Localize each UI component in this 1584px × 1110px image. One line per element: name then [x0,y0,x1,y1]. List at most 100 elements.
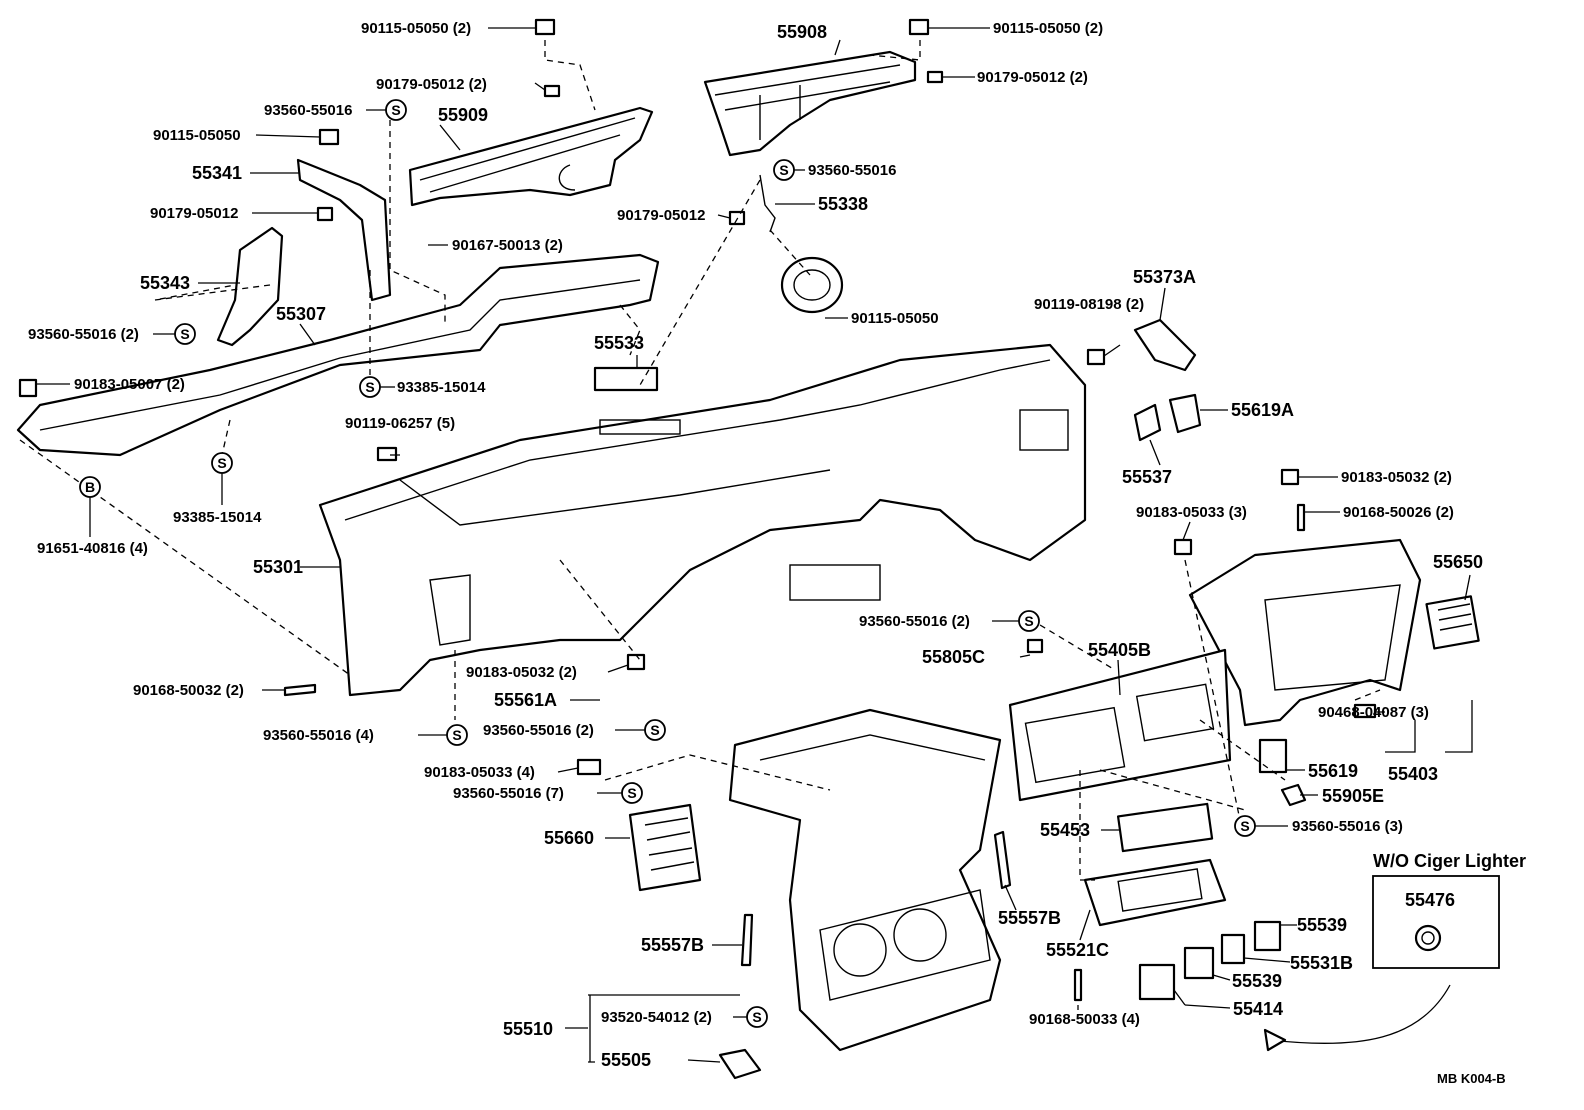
marker-s-8: S [621,782,643,804]
part-55557B-strap-a [740,913,754,967]
part-55537-clip [1133,403,1162,442]
svg-text:S: S [1240,818,1249,834]
label-55660: 55660 [544,828,594,848]
marker-s-5: S [773,159,795,181]
part-55341-bracket [296,158,392,302]
label-90167-50013-2: 90167-50013 (2) [452,237,563,254]
label-90115-05050-b: 90115-05050 [851,310,939,327]
label-55505: 55505 [601,1050,651,1070]
part-55908-duct [703,50,917,157]
part-55405B-center-panel [1008,648,1232,802]
marker-s-1: S [385,99,407,121]
label-55619A: 55619A [1231,400,1294,420]
part-labels: 90115-05050 (2) 90179-05012 (2) 93560-55… [28,20,1526,1086]
marker-s-11: S [746,1006,768,1028]
label-93560-55016-2-a: 93560-55016 (2) [28,326,139,343]
part-55909-duct [408,106,654,207]
label-55539-a: 55539 [1297,915,1347,935]
label-90179-05012-b: 90179-05012 [617,207,705,224]
label-55539-b: 55539 [1232,971,1282,991]
leader-lines [36,27,1473,1063]
svg-text:S: S [779,162,788,178]
label-55557B-b: 55557B [998,908,1061,928]
label-55373A: 55373A [1133,267,1196,287]
label-55403: 55403 [1388,764,1438,784]
label-90183-05032-2-b: 90183-05032 (2) [1341,469,1452,486]
part-55505 [718,1048,762,1080]
label-93560-55016-2-c: 93560-55016 (2) [859,613,970,630]
label-55905E: 55905E [1322,786,1384,806]
part-55403-cluster-panel [1188,538,1422,727]
svg-text:S: S [1024,613,1033,629]
svg-text:S: S [650,722,659,738]
label-55405B: 55405B [1088,640,1151,660]
part-55343-bracket [216,226,284,347]
svg-text:S: S [627,785,636,801]
label-wo-ciger-lighter: W/O Ciger Lighter [1373,851,1526,871]
part-55619 [1258,738,1288,774]
svg-text:S: S [217,455,226,471]
label-55908: 55908 [777,22,827,42]
label-93560-55016-3: 93560-55016 (3) [1292,818,1403,835]
label-55338: 55338 [818,194,868,214]
part-55557B-strap-b [993,830,1012,890]
marker-s-6: S [446,724,468,746]
part-55338 [759,174,776,233]
marker-s-7: S [644,719,666,741]
label-55307: 55307 [276,304,326,324]
part-55539-a [1253,920,1282,952]
label-90179-05012-a: 90179-05012 [150,205,238,222]
part-55650-vent [1425,595,1480,650]
label-90115-05050-2-b: 90115-05050 (2) [993,20,1103,37]
label-90179-05012-2-a: 90179-05012 (2) [376,76,487,93]
part-55539-b [1183,946,1215,980]
label-90183-05032-2-a: 90183-05032 (2) [466,664,577,681]
label-90183-05033-3: 90183-05033 (3) [1136,504,1247,521]
marker-s-2: S [174,323,196,345]
label-55453: 55453 [1040,820,1090,840]
catalog-code: MB K004-B [1437,1071,1506,1086]
label-55619: 55619 [1308,761,1358,781]
label-93560-55016-a: 93560-55016 [264,102,352,119]
label-55341: 55341 [192,163,242,183]
label-90115-05050-2-a: 90115-05050 (2) [361,20,471,37]
label-55414: 55414 [1233,999,1283,1019]
svg-text:S: S [452,727,461,743]
label-55531B: 55531B [1290,953,1353,973]
label-55557B-a: 55557B [641,935,704,955]
part-55414 [1138,963,1176,1001]
marker-s-3: S [359,376,381,398]
label-55533: 55533 [594,333,644,353]
label-93560-55016-7: 93560-55016 (7) [453,785,564,802]
part-55905E [1280,783,1307,807]
part-55476 [1414,924,1442,952]
label-90119-06257-5: 90119-06257 (5) [345,415,455,432]
label-90168-50033-4: 90168-50033 (4) [1029,1011,1140,1028]
label-55343: 55343 [140,273,190,293]
svg-text:B: B [85,479,95,495]
part-55533 [593,366,659,392]
svg-text:S: S [391,102,400,118]
label-55561A: 55561A [494,690,557,710]
part-55531B [1220,933,1246,965]
part-speaker [780,256,844,314]
label-91651-40816-4: 91651-40816 (4) [37,540,148,557]
label-55805C: 55805C [922,647,985,667]
label-90183-05007-2: 90183-05007 (2) [74,376,185,393]
inset-box-wo-ciger-lighter [1372,875,1500,969]
label-55521C: 55521C [1046,940,1109,960]
dashed-connectors [19,40,1381,881]
svg-text:S: S [180,326,189,342]
label-93560-55016-4: 93560-55016 (4) [263,727,374,744]
label-93520-54012-2: 93520-54012 (2) [601,1009,712,1026]
label-93560-55016-b: 93560-55016 [808,162,896,179]
marker-s-4: S [211,452,233,474]
svg-text:S: S [752,1009,761,1025]
label-55537: 55537 [1122,467,1172,487]
part-55453 [1116,802,1214,853]
part-55301-instrument-panel [318,343,1087,697]
part-55510-cluster-housing [728,708,1002,1052]
label-55476: 55476 [1405,890,1455,910]
svg-text:S: S [365,379,374,395]
label-90183-05033-4: 90183-05033 (4) [424,764,535,781]
